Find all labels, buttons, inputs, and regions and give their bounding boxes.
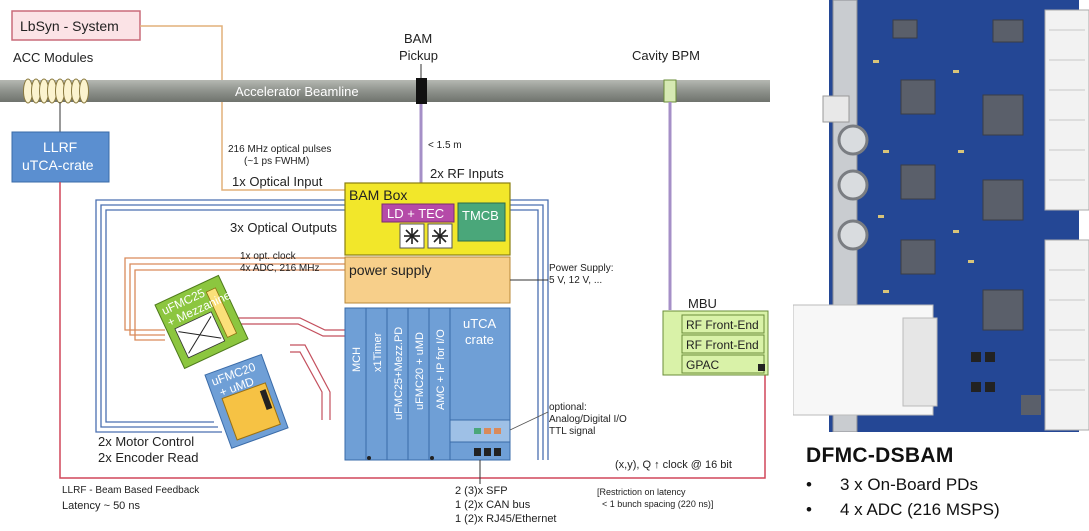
caption-item-text: 3 x On-Board PDs [840, 475, 978, 494]
llrf-label-1: LLRF [43, 139, 77, 155]
caption-title: DFMC-DSBAM [806, 444, 1089, 468]
caption-list: •3 x On-Board PDs •4 x ADC (216 MSPS) [806, 472, 1089, 522]
caption-item-text: 4 x ADC (216 MSPS) [840, 500, 1000, 519]
ld-tec-label: LD + TEC [387, 206, 444, 221]
ufmc25-board: uFMC25 + Mezzanine [155, 274, 250, 368]
adc-label: 4x ADC, 216 MHz [240, 263, 319, 274]
power-supply-spec-1: Power Supply: [549, 263, 613, 274]
utca-label-1: uTCA [463, 316, 497, 331]
lbsyn-label: LbSyn - System [20, 18, 119, 34]
power-supply-label: power supply [349, 262, 432, 278]
sfp-label: 2 (3)x SFP [455, 485, 508, 497]
crate-slot-mch: MCH [351, 347, 363, 372]
ufmc20-board: uFMC20 + uMD [205, 354, 288, 448]
bam-pickup-label-1: BAM [404, 31, 432, 46]
board-caption: DFMC-DSBAM •3 x On-Board PDs •4 x ADC (2… [806, 444, 1089, 522]
rf-frontend-2-label: RF Front-End [686, 338, 759, 352]
motor-control-label: 2x Motor Control [98, 434, 194, 449]
latency-label: Latency ~ 50 ns [62, 500, 140, 512]
cable-length-label: < 1.5 m [428, 140, 462, 151]
cavity-bpm-icon [664, 80, 676, 102]
rj45-label: 1 (2)x RJ45/Ethernet [455, 513, 557, 525]
beamline-label: Accelerator Beamline [235, 84, 359, 99]
optional-label-1: optional: [549, 402, 587, 413]
tmcb-label: TMCB [462, 208, 499, 223]
optional-label-2: Analog/Digital I/O [549, 414, 627, 425]
xyq-clock-label: (x,y), Q ↑ clock @ 16 bit [615, 459, 732, 471]
optical-outputs-label: 3x Optical Outputs [230, 220, 337, 235]
bam-pickup-icon [416, 78, 427, 104]
rf-frontend-1-label: RF Front-End [686, 318, 759, 332]
utca-label-2: crate [465, 332, 494, 347]
opt-clock-label: 1x opt. clock [240, 251, 297, 262]
gpac-label: GPAC [686, 358, 719, 372]
crate-slot-ufmc20: uFMC20 + uMD [414, 332, 426, 410]
crate-slot-timer: x1Timer [372, 332, 384, 372]
dfmc-dsbam-board-image [793, 0, 1089, 432]
optical-pulses-label-1: 216 MHz optical pulses [228, 144, 331, 155]
bam-box-label: BAM Box [349, 187, 407, 203]
optical-input-label: 1x Optical Input [232, 174, 323, 189]
caption-item: •3 x On-Board PDs [806, 472, 1089, 497]
rf-inputs-label: 2x RF Inputs [430, 166, 504, 181]
llrf-feedback-label: LLRF - Beam Based Feedback [62, 485, 200, 496]
acc-modules-label: ACC Modules [13, 50, 94, 65]
mbu-label: MBU [688, 296, 717, 311]
bullet-icon: • [806, 497, 840, 522]
restriction-label-2: < 1 bunch spacing (220 ns)] [602, 499, 713, 509]
optional-label-3: TTL signal [549, 426, 595, 437]
power-supply-spec-2: 5 V, 12 V, ... [549, 275, 602, 286]
optical-pulses-label-2: (~1 ps FWHM) [244, 156, 309, 167]
accelerator-beamline [0, 80, 770, 102]
system-diagram: LbSyn - System Accelerator Beamline ACC … [0, 0, 793, 531]
encoder-read-label: 2x Encoder Read [98, 450, 198, 465]
bam-pickup-label-2: Pickup [399, 48, 438, 63]
crate-slot-amc: AMC + IP for I/O [435, 329, 447, 410]
can-bus-label: 1 (2)x CAN bus [455, 499, 531, 511]
bullet-icon: • [806, 472, 840, 497]
llrf-label-2: uTCA-crate [22, 157, 94, 173]
restriction-label-1: [Restriction on latency [597, 487, 686, 497]
crate-slot-ufmc25: uFMC25+Mezz.PD [393, 327, 405, 420]
pcb-illustration [793, 0, 1089, 432]
caption-item: •4 x ADC (216 MSPS) [806, 497, 1089, 522]
cavity-bpm-label: Cavity BPM [632, 48, 700, 63]
